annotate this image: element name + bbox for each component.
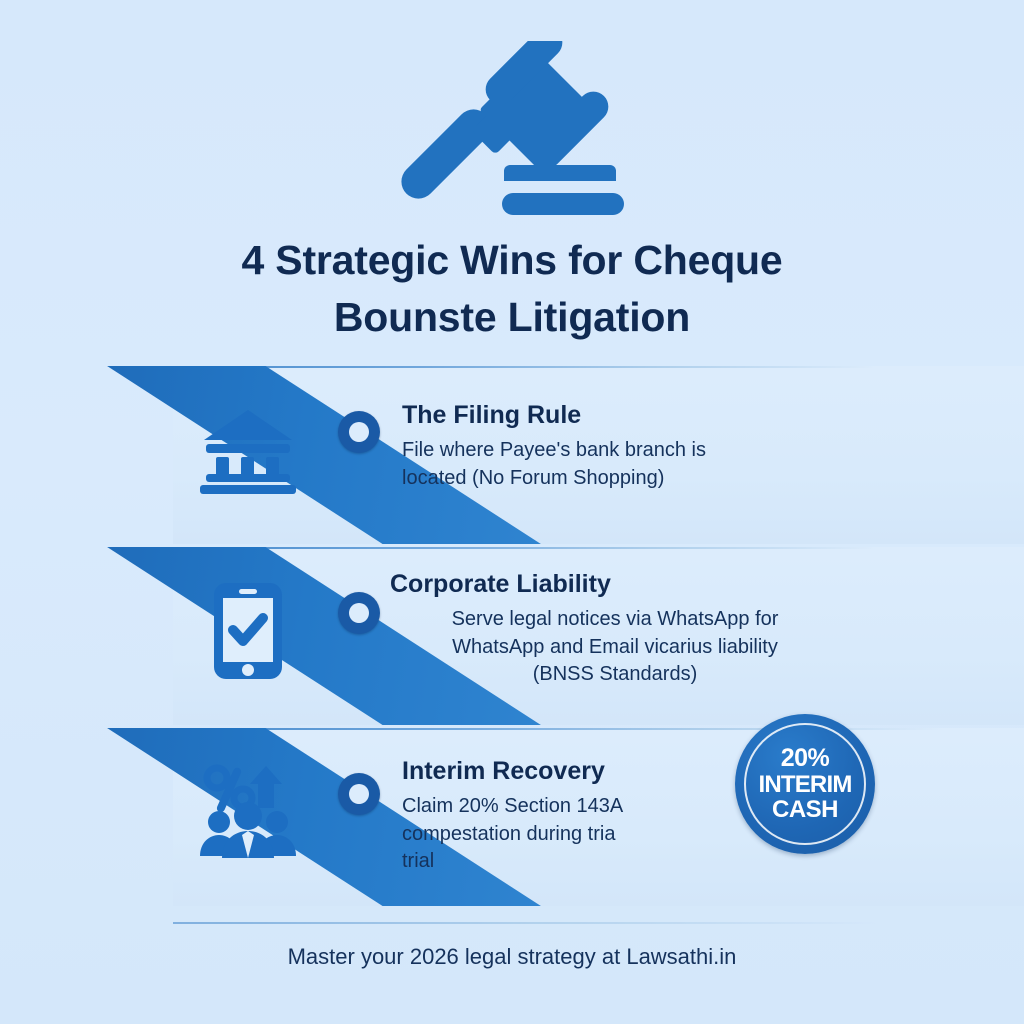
footer-divider (173, 922, 876, 924)
list-item[interactable]: The Filing Rule File where Payee's bank … (0, 366, 1024, 544)
list-item[interactable]: Interim Recovery Claim 20% Section 143A … (0, 728, 1024, 906)
step-marker (338, 773, 380, 815)
row-body-line-3: trial (402, 850, 435, 873)
badge-line-3: CASH (771, 796, 839, 824)
row-body: Serve legal notices via WhatsApp for Wha… (390, 606, 840, 689)
row-body-line-2: WhatsApp and Email vicarius liability (452, 635, 778, 658)
title-line-1: 4 Strategic Wins for Cheque (241, 237, 783, 283)
row-heading: Corporate Liability (390, 570, 611, 598)
gavel-illustration (0, 38, 1024, 224)
row-body: File where Payee's bank branch is locate… (402, 437, 832, 492)
step-marker (338, 592, 380, 634)
title-line-2: Bounste Litigation (333, 293, 691, 340)
gavel-icon (401, 41, 624, 215)
row-text: Interim Recovery Claim 20% Section 143A … (402, 756, 832, 876)
row-divider (173, 366, 876, 368)
row-body-line-1: Claim 20% Section 143A (402, 795, 624, 817)
row-body-line-2: compestation during tria (402, 822, 616, 845)
phone-check-icon (196, 579, 300, 683)
row-divider (173, 728, 944, 730)
badge-line-2: INTERIM (758, 770, 852, 798)
row-body-line-2: located (No Forum Shopping) (402, 466, 665, 489)
step-marker (338, 411, 380, 453)
row-body-line-3: (BNSS Standards) (532, 663, 698, 686)
page-title: 4 Strategic Wins for Cheque Bounste Liti… (62, 232, 962, 345)
row-body-line-1: File where Payee's bank branch is (402, 439, 706, 461)
interim-cash-badge: 20% INTERIM CASH (735, 714, 875, 854)
row-heading: The Filing Rule (402, 401, 582, 429)
row-divider (173, 547, 876, 549)
bank-columns-icon (196, 398, 300, 502)
percent-people-glyph (200, 764, 296, 858)
footer-text: Master your 2026 legal strategy at Lawsa… (287, 944, 737, 969)
row-body: Claim 20% Section 143A compestation duri… (402, 793, 832, 876)
badge-line-1: 20% (780, 744, 830, 773)
row-heading: Interim Recovery (402, 757, 605, 785)
list-item[interactable]: Corporate Liability Serve legal notices … (0, 547, 1024, 725)
steps-list: The Filing Rule File where Payee's bank … (0, 366, 1024, 922)
percent-growth-people-icon (196, 760, 300, 864)
row-text: Corporate Liability Serve legal notices … (390, 569, 840, 689)
bank-columns-glyph (200, 410, 296, 494)
row-body-line-1: Serve legal notices via WhatsApp for (451, 608, 779, 630)
phone-check-glyph (214, 583, 282, 679)
row-text: The Filing Rule File where Payee's bank … (402, 400, 832, 492)
